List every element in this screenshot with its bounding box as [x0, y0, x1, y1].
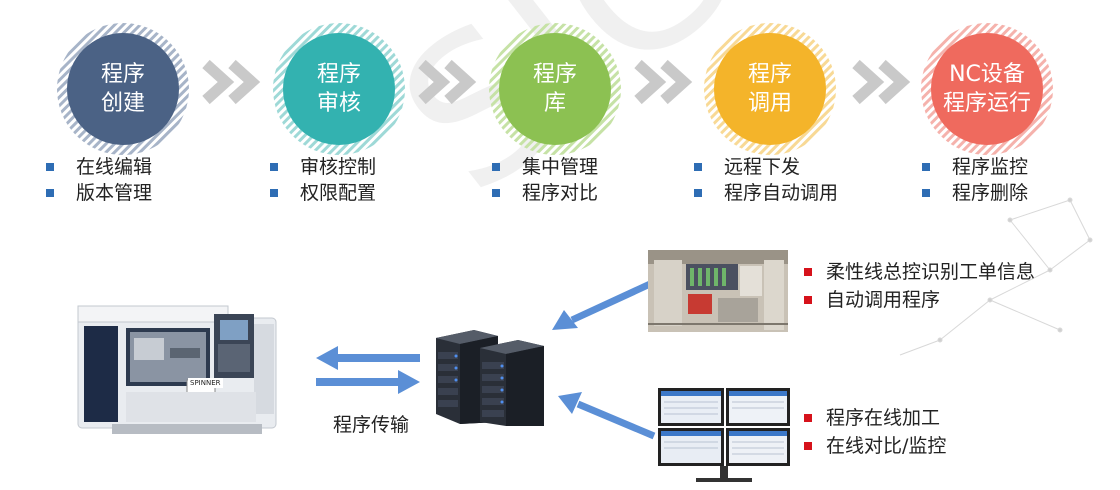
list-item: 程序对比	[492, 180, 598, 206]
network-mesh-decoration	[899, 197, 1093, 356]
stage-title-line1: NC设备	[949, 62, 1025, 87]
stage-nc-run: NC设备 程序运行	[920, 22, 1054, 156]
list-item: 程序删除	[922, 180, 1028, 206]
stage-library: 程序 库	[488, 22, 622, 156]
machine-brand-label: SPINNER	[188, 378, 223, 388]
list-item: 审核控制	[270, 154, 376, 180]
bottom-right-features: 程序在线加工 在线对比/监控	[804, 404, 946, 460]
list-item: 集中管理	[492, 154, 598, 180]
list-item: 远程下发	[694, 154, 838, 180]
stage-title-line2: 审核	[316, 91, 361, 116]
stage-title-line2: 库	[543, 91, 566, 116]
list-item: 程序自动调用	[694, 180, 838, 206]
stage-title-line1: 程序	[747, 62, 792, 87]
stage-invoke-features: 远程下发 程序自动调用	[694, 154, 838, 206]
stage-title-line2: 调用	[747, 91, 792, 116]
stage-invoke: 程序 调用	[703, 22, 837, 156]
chevron-arrow-icon	[202, 59, 261, 105]
stage-title-line1: 程序	[316, 62, 361, 87]
list-item: 在线编辑	[46, 154, 152, 180]
transfer-label: 程序传输	[333, 414, 410, 436]
monitor-wall-image	[658, 388, 790, 482]
arrow-to-server-top	[552, 280, 652, 330]
list-item: 自动调用程序	[804, 286, 1035, 314]
server-icon	[436, 330, 544, 426]
stage-library-features: 集中管理 程序对比	[492, 154, 598, 206]
stage-create-features: 在线编辑 版本管理	[46, 154, 152, 206]
chevron-arrow-icon	[634, 59, 693, 105]
control-cabinet-image	[648, 250, 788, 332]
stage-title-line2: 创建	[100, 91, 145, 116]
list-item: 柔性线总控识别工单信息	[804, 258, 1035, 286]
chevron-arrow-icon	[852, 59, 911, 105]
list-item: 程序监控	[922, 154, 1028, 180]
stage-title-line2: 程序运行	[942, 91, 1031, 116]
transfer-arrows	[316, 346, 420, 394]
list-item: 权限配置	[270, 180, 376, 206]
stage-review-features: 审核控制 权限配置	[270, 154, 376, 206]
arrow-to-server-bottom	[558, 392, 656, 440]
stage-title-line1: 程序	[100, 62, 145, 87]
list-item: 在线对比/监控	[804, 432, 946, 460]
top-right-features: 柔性线总控识别工单信息 自动调用程序	[804, 258, 1035, 314]
list-item: 程序在线加工	[804, 404, 946, 432]
chevron-arrow-icon	[418, 59, 477, 105]
cnc-machine-image	[77, 305, 277, 434]
stage-review: 程序 审核	[272, 22, 406, 156]
stage-create: 程序 创建	[56, 22, 190, 156]
stage-nc-run-features: 程序监控 程序删除	[922, 154, 1028, 206]
stage-title-line1: 程序	[532, 62, 577, 87]
list-item: 版本管理	[46, 180, 152, 206]
